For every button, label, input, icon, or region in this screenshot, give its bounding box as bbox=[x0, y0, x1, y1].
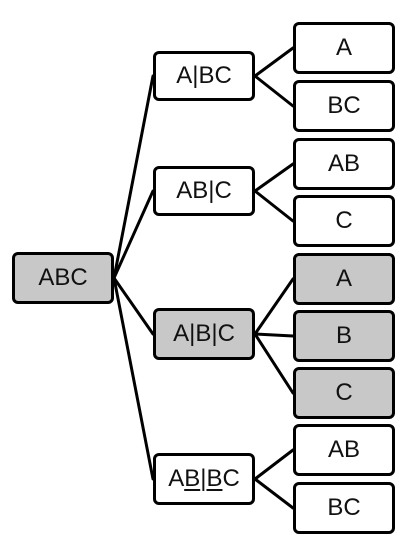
split-node-4: AB|BC bbox=[153, 453, 255, 505]
split-node-1: A|BC bbox=[153, 51, 255, 101]
split-node-2-label: AB|C bbox=[176, 177, 232, 204]
leaf-node-label: A bbox=[335, 265, 352, 292]
leaf-node-2-1: AB bbox=[293, 138, 395, 190]
leaf-node-1-1: A bbox=[293, 22, 395, 74]
leaf-connector-line-4-2 bbox=[253, 477, 295, 510]
leaf-connector-line-1-2 bbox=[253, 74, 295, 108]
leaf-connector-line-2-2 bbox=[253, 189, 295, 223]
root-node-label: ABC bbox=[38, 264, 88, 291]
leaf-node-label: C bbox=[335, 207, 353, 234]
split-node-4-label: AB|BC bbox=[168, 465, 240, 492]
leaf-connector-line-2-1 bbox=[253, 162, 295, 193]
leaf-node-label: B bbox=[335, 322, 352, 349]
leaf-node-3-3: C bbox=[293, 367, 395, 419]
split-node-1-label: A|BC bbox=[176, 62, 232, 89]
leaf-node-label: BC bbox=[327, 494, 361, 521]
root-node: ABC bbox=[12, 252, 114, 304]
leaf-connector-line-4-1 bbox=[253, 448, 295, 481]
leaf-node-1-2: BC bbox=[293, 80, 395, 132]
leaf-connector-line-1-1 bbox=[253, 46, 295, 78]
leaf-connector-line-3-1 bbox=[253, 277, 295, 336]
leaf-node-3-2: B bbox=[293, 310, 395, 362]
split-node-3: A|B|C bbox=[153, 308, 255, 360]
leaf-connector-line-3-3 bbox=[253, 332, 295, 395]
leaf-node-label: A bbox=[335, 34, 352, 61]
leaf-node-3-1: A bbox=[293, 253, 395, 305]
leaf-node-label: BC bbox=[327, 92, 361, 119]
leaf-node-label: AB bbox=[327, 150, 360, 177]
leaf-connector-line-3-2 bbox=[253, 332, 295, 338]
split-node-3-label: A|B|C bbox=[173, 320, 235, 347]
leaf-node-4-2: BC bbox=[293, 482, 395, 534]
leaf-node-label: C bbox=[335, 379, 353, 406]
leaf-node-4-1: AB bbox=[293, 424, 395, 476]
split-node-2: AB|C bbox=[153, 166, 255, 216]
leaf-node-2-2: C bbox=[293, 195, 395, 247]
root-connector-line-1 bbox=[112, 74, 155, 280]
root-connector-line-2 bbox=[112, 189, 155, 280]
root-connector-line-4 bbox=[112, 276, 155, 481]
root-connector-line-3 bbox=[112, 276, 155, 336]
leaf-node-label: AB bbox=[327, 436, 360, 463]
